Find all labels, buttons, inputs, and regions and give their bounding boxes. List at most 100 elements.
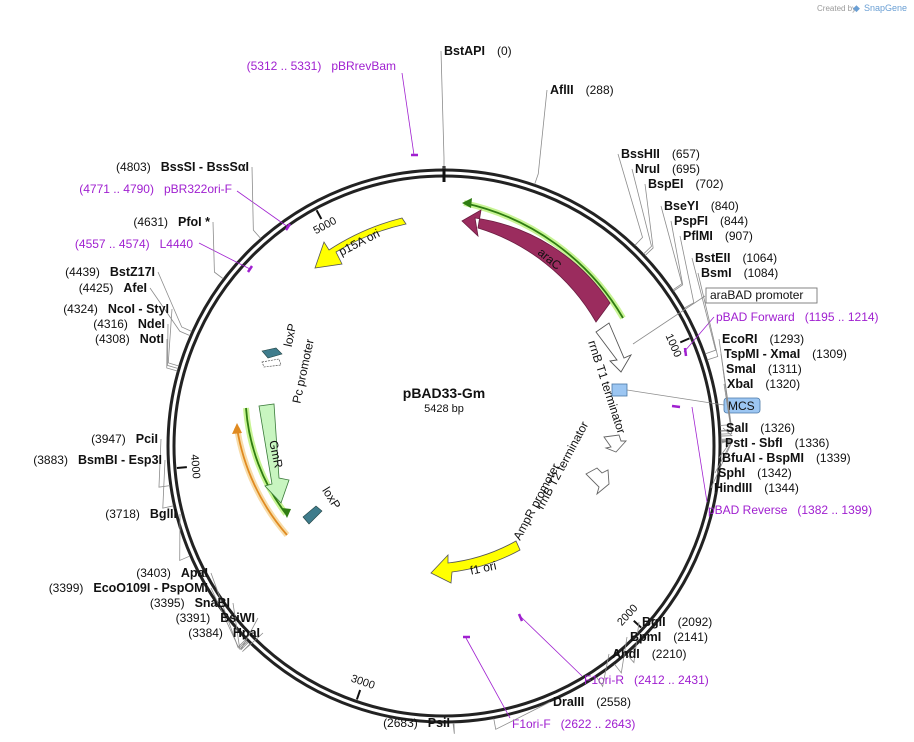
site-label[interactable]: (2683)PsiI [383, 716, 450, 730]
site-label[interactable]: BspEI (702) [648, 177, 723, 191]
site-position: (1320) [765, 377, 800, 391]
feature-ampr-promoter[interactable] [585, 467, 610, 496]
site-label[interactable]: (4316)NdeI [93, 317, 165, 331]
site-position: (4425) [79, 281, 114, 295]
feature-loxp-lower-icon[interactable] [302, 505, 323, 525]
site-name: EcoRI [722, 332, 757, 346]
site-label[interactable]: (4439)BstZ17I [65, 265, 155, 279]
credit-prefix: Created by [817, 4, 856, 13]
site-position: (0) [497, 44, 512, 58]
site-position: (702) [695, 177, 723, 191]
primer-pbad-forward[interactable]: pBAD Forward(1195 .. 1214) [716, 310, 879, 324]
site-name: NcoI - StyI [108, 302, 169, 316]
site-label[interactable]: (3883)BsmBI - Esp3I [33, 453, 162, 467]
site-label[interactable]: BseYI(840) [664, 199, 739, 213]
feature-ampr-promoter-label: AmpR promoter [510, 461, 562, 542]
site-position: (3403) [136, 566, 171, 580]
site-leader [440, 50, 445, 169]
site-position: (1344) [764, 481, 799, 495]
site-label[interactable]: SmaI(1311) [726, 362, 802, 376]
site-name: BspEI [648, 177, 683, 191]
site-label[interactable]: (3391)BsiWI [176, 611, 255, 625]
feature-p15a-ori-arrow[interactable] [314, 217, 407, 269]
credit-brand: SnapGene [864, 3, 907, 13]
site-label[interactable]: TspMI - XmaI(1309) [724, 347, 847, 361]
site-label[interactable]: (4803)BssSI - BssSαI [116, 160, 249, 174]
site-label[interactable]: (3399)EcoO109I - PspOMI [49, 581, 208, 595]
feature-mcs-box[interactable] [611, 383, 628, 397]
feature-arac-arrow[interactable] [461, 209, 611, 323]
site-name: HpaI [233, 626, 260, 640]
site-position: (3391) [176, 611, 211, 625]
primer-mark-pbad-forward [683, 347, 688, 357]
site-label[interactable]: (4324)NcoI - StyI [63, 302, 169, 316]
site-label[interactable]: BstAPI(0) [444, 44, 512, 58]
site-label[interactable]: (4425) AfeI [79, 281, 147, 295]
site-label[interactable]: PstI - SbfI(1336) [725, 436, 829, 450]
site-label[interactable]: PflMI(907) [683, 229, 753, 243]
site-name: AhdI [612, 647, 640, 661]
feature-rrnb-t2-terminator[interactable] [603, 434, 628, 453]
site-label[interactable]: AflII (288) [550, 83, 614, 97]
feature-gmr-arrow[interactable] [258, 403, 290, 504]
primer-pbrrevbam[interactable]: (5312 .. 5331)pBRrevBam [247, 59, 396, 73]
site-name: HindIII [714, 481, 752, 495]
site-label[interactable]: (3718)BglII [105, 507, 177, 521]
feature-loxp-upper-icon[interactable] [261, 347, 283, 359]
site-label[interactable]: (4308)NotI [95, 332, 164, 346]
primer-l4440[interactable]: (4557 .. 4574)L4440 [75, 237, 193, 251]
site-name: PsiI [428, 716, 450, 730]
site-position: (4316) [93, 317, 128, 331]
site-position: (3883) [33, 453, 68, 467]
site-name: AflII [550, 83, 574, 97]
site-label[interactable]: BglI(2092) [642, 615, 712, 629]
site-name: NruI [635, 162, 660, 176]
feature-arabad-promoter-box[interactable] [705, 287, 818, 304]
feature-pc-promoter-icon[interactable] [261, 358, 282, 368]
site-label[interactable]: BfuAI - BspMI(1339) [722, 451, 851, 465]
site-label[interactable]: DraIII(2558) [553, 695, 631, 709]
site-label[interactable]: EcoRI(1293) [722, 332, 804, 346]
site-name: TspMI - XmaI [724, 347, 800, 361]
site-label[interactable]: HindIII (1344) [714, 481, 799, 495]
site-label[interactable]: (3384)HpaI [188, 626, 260, 640]
site-leader-lines [149, 50, 733, 734]
site-label[interactable]: (4631)PfoI * [133, 215, 210, 229]
site-position: (4631) [133, 215, 168, 229]
site-label[interactable]: BsmI(1084) [701, 266, 778, 280]
site-position: (3399) [49, 581, 84, 595]
feature-rrnb-t1-terminator[interactable] [595, 322, 633, 373]
site-leader [720, 383, 733, 435]
feature-f1-ori-arrow[interactable] [430, 540, 521, 584]
tick-label-4000: 4000 [188, 454, 202, 479]
site-label[interactable]: BstEII(1064) [695, 251, 777, 265]
primer-mark-pbad-reverse [671, 404, 681, 409]
site-position: (288) [586, 83, 614, 97]
site-label[interactable]: SphI(1342) [718, 466, 792, 480]
tick-label-1000: 1000 [663, 332, 684, 359]
site-label[interactable]: BpmI(2141) [630, 630, 708, 644]
site-leader [697, 272, 719, 361]
gmr-orf-arrowhead-icon [282, 508, 291, 518]
site-label[interactable]: NruI(695) [635, 162, 700, 176]
site-label[interactable]: PspFI(844) [674, 214, 748, 228]
site-label[interactable]: SalI(1326) [726, 421, 795, 435]
mcs-leader [626, 389, 725, 406]
site-name: AfeI [123, 281, 147, 295]
site-label[interactable]: AhdI(2210) [612, 647, 686, 661]
mcs-label-box[interactable] [723, 397, 761, 414]
site-position: (3947) [91, 432, 126, 446]
site-label[interactable]: BssHII(657) [621, 147, 700, 161]
tick-4000 [176, 466, 187, 469]
site-label[interactable]: (3403)ApaI [136, 566, 208, 580]
primer-pbr322ori-f[interactable]: (4771 .. 4790)pBR322ori-F [79, 182, 232, 196]
site-label[interactable]: (3947)PciI [91, 432, 158, 446]
primer-f1ori-f[interactable]: F1ori-F(2622 .. 2643) [512, 717, 635, 731]
feature-gmr-label: GmR [266, 439, 286, 470]
site-leader [720, 427, 733, 437]
snapgene-credit: Created by ◆ SnapGene [817, 3, 907, 13]
primer-pbad-reverse[interactable]: pBAD Reverse(1382 .. 1399) [708, 503, 872, 517]
site-label[interactable]: XbaI(1320) [727, 377, 800, 391]
site-label[interactable]: (3395)SnaBI [150, 596, 230, 610]
site-leader [714, 440, 733, 474]
